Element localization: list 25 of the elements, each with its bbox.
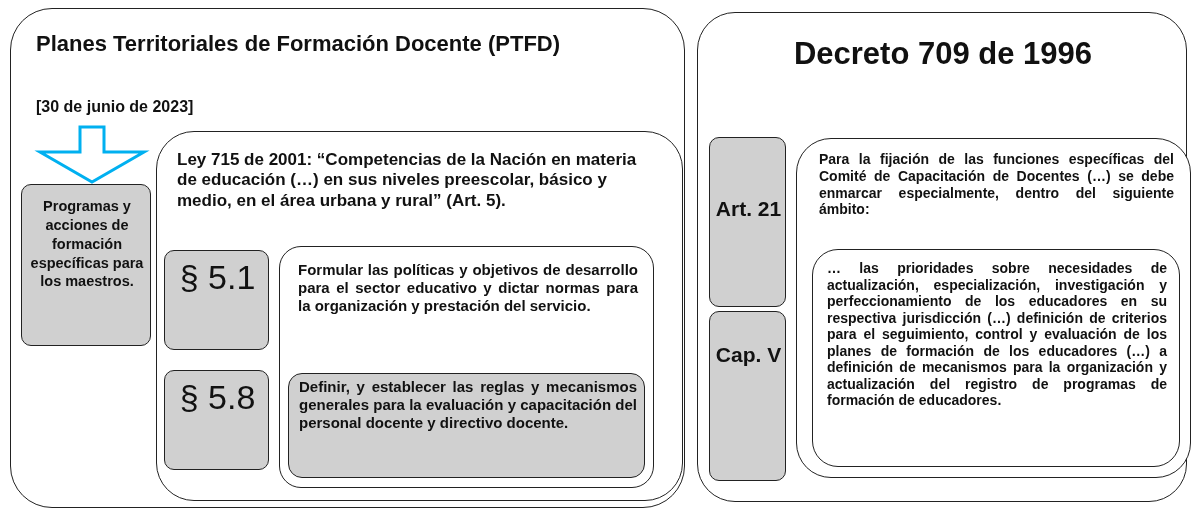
box-text: … las prioridades sobre necesidades de actualización, especialización, investigación y perfeccionamiento de los educadores en su respectiva jurisdicción (…) definición de criterios para el seguimiento, control y evaluación de los planes de formación de los educadores (…) a definición de mecanismos para la organización y actualización del registro de programas de formación de educadores.: [827, 260, 1167, 409]
box-text: Cap. V: [714, 342, 783, 368]
chapter-box: [709, 311, 786, 481]
section-number: § 5.8: [178, 379, 257, 417]
section-box: [164, 250, 269, 350]
group-panel: [10, 8, 685, 508]
section-number: § 5.1: [178, 259, 257, 297]
date-label: [30 de junio de 2023]: [36, 97, 195, 117]
block-arrow: [34, 125, 150, 184]
article-box: [709, 137, 786, 307]
panel-title: Planes Territoriales de Formación Docente (PTFD): [36, 31, 562, 58]
text-box: [812, 249, 1180, 467]
group-panel: [279, 246, 654, 488]
section-box: [164, 370, 269, 470]
box-text: Programas y acciones de formación específicas para los maestros.: [29, 197, 145, 292]
box-text: Definir, y establecer las reglas y mecanismos generales para la evaluación y capacitación del personal docente y directivo docente.: [299, 378, 637, 432]
box-text: Formular las políticas y objetivos de desarrollo para el sector educativo y dictar normas para la organización y prestación del servicio.: [298, 261, 638, 315]
process-box: [21, 184, 151, 346]
group-panel: [156, 131, 683, 501]
panel-title: Decreto 709 de 1996: [792, 35, 1094, 73]
panel-title: Ley 715 de 2001: “Competencias de la Nación en materia de educación (…) en sus niveles preescolar, básico y medio, en el área urbana y rural” (Art. 5).: [177, 150, 638, 212]
process-box: [288, 373, 645, 478]
panel-title: Para la fijación de las funciones específicas del Comité de Capacitación de Docentes (…) se debe enmarcar especialmente, dentro del siguiente ámbito:: [819, 151, 1174, 219]
group-panel: [796, 138, 1191, 478]
box-text: Art. 21: [714, 196, 783, 222]
